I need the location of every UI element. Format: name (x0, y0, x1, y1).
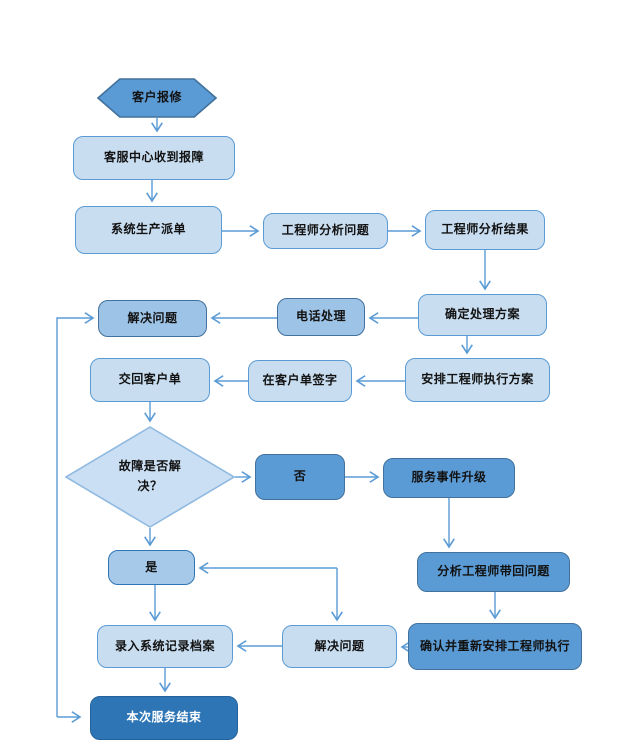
node-label-confirm-solution: 确定处理方案 (444, 307, 520, 322)
node-confirm-solution: 确定处理方案 (418, 294, 547, 336)
node-label-start: 客户报修 (131, 90, 182, 105)
node-yes: 是 (108, 550, 195, 585)
node-service-end: 本次服务结束 (90, 696, 238, 740)
diamond-shape (65, 426, 235, 528)
node-label-rearrange-engineer: 确认并重新安排工程师执行 (419, 638, 570, 653)
node-label-phone-handle: 电话处理 (295, 309, 346, 324)
node-label-engineer-analyze-problem: 工程师分析问题 (281, 223, 370, 238)
node-no: 否 (255, 454, 345, 500)
node-receive-report: 客服中心收到报障 (73, 136, 235, 180)
node-label-analyze-returned-problem: 分析工程师带回问题 (437, 564, 550, 579)
node-rearrange-engineer: 确认并重新安排工程师执行 (408, 623, 582, 670)
node-decision-solved: 故障是否解 决？ (65, 426, 235, 528)
node-record-archive: 录入系统记录档案 (97, 625, 233, 668)
node-start: 客户报修 (97, 78, 217, 118)
node-label-receive-report: 客服中心收到报障 (103, 150, 204, 165)
node-solve-problem-2: 解决问题 (282, 625, 397, 668)
node-engineer-analyze-problem: 工程师分析问题 (263, 213, 388, 249)
node-label-solve-problem-2: 解决问题 (314, 638, 365, 653)
node-solve-problem-1: 解决问题 (98, 300, 207, 337)
node-dispatch-order: 系统生产派单 (75, 206, 222, 254)
node-label-decision-solved: 故障是否解 决？ (118, 459, 182, 493)
node-label-service-end: 本次服务结束 (126, 710, 202, 725)
node-label-sign-customer-order: 在客户单签字 (262, 373, 338, 388)
node-sign-customer-order: 在客户单签字 (248, 360, 352, 402)
node-analyze-returned-problem: 分析工程师带回问题 (417, 552, 570, 592)
edge-loop-left-to-solve1 (56, 312, 95, 717)
hexagon-shape (97, 78, 217, 118)
node-label-no: 否 (293, 469, 307, 484)
node-return-customer-order: 交回客户单 (90, 358, 210, 402)
node-label-engineer-analyze-result: 工程师分析结果 (441, 222, 529, 237)
node-service-escalation: 服务事件升级 (383, 458, 515, 498)
node-label-service-escalation: 服务事件升级 (411, 470, 487, 485)
node-phone-handle: 电话处理 (277, 298, 365, 336)
node-label-arrange-engineer: 安排工程师执行方案 (421, 372, 534, 387)
node-label-dispatch-order: 系统生产派单 (110, 222, 186, 237)
node-label-return-customer-order: 交回客户单 (118, 372, 182, 387)
node-label-solve-problem-1: 解决问题 (127, 310, 178, 325)
node-engineer-analyze-result: 工程师分析结果 (425, 210, 545, 250)
node-label-yes: 是 (145, 559, 158, 574)
node-arrange-engineer: 安排工程师执行方案 (405, 358, 550, 402)
node-label-record-archive: 录入系统记录档案 (114, 638, 215, 653)
